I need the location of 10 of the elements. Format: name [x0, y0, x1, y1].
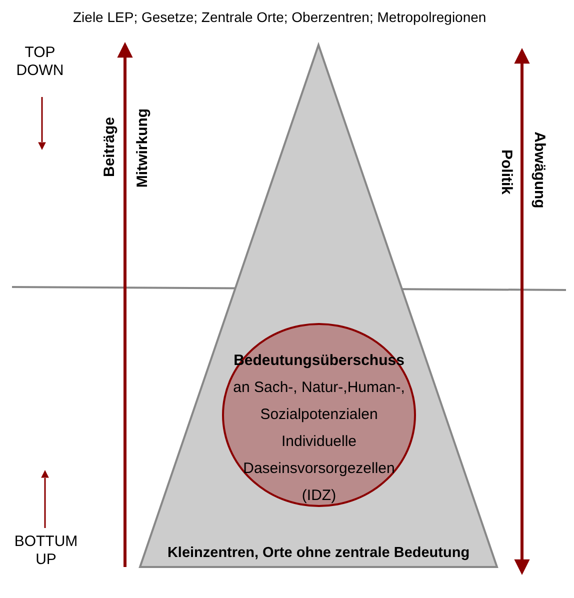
vertical-label: Mitwirkung	[134, 108, 152, 188]
label: BOTTUM UP	[13, 533, 79, 569]
circle-text: an Sach-, Natur-,Human-, Sozialpotenzialen	[232, 378, 406, 425]
circle-text: Individuelle Daseinsvorsorgezellen (IDZ)	[242, 432, 396, 506]
vertical-label: Politik	[497, 150, 515, 194]
base-caption: Kleinzentren, Orte ohne zentrale Bedeutung	[166, 545, 471, 561]
label: TOP DOWN	[15, 44, 65, 80]
label: Ziele LEP; Gesetze; Zentrale Orte; Oberzentren; Metropolregionen	[73, 9, 486, 26]
vertical-label: Abwägung	[530, 132, 548, 208]
vertical-label: Beiträge	[101, 116, 119, 178]
